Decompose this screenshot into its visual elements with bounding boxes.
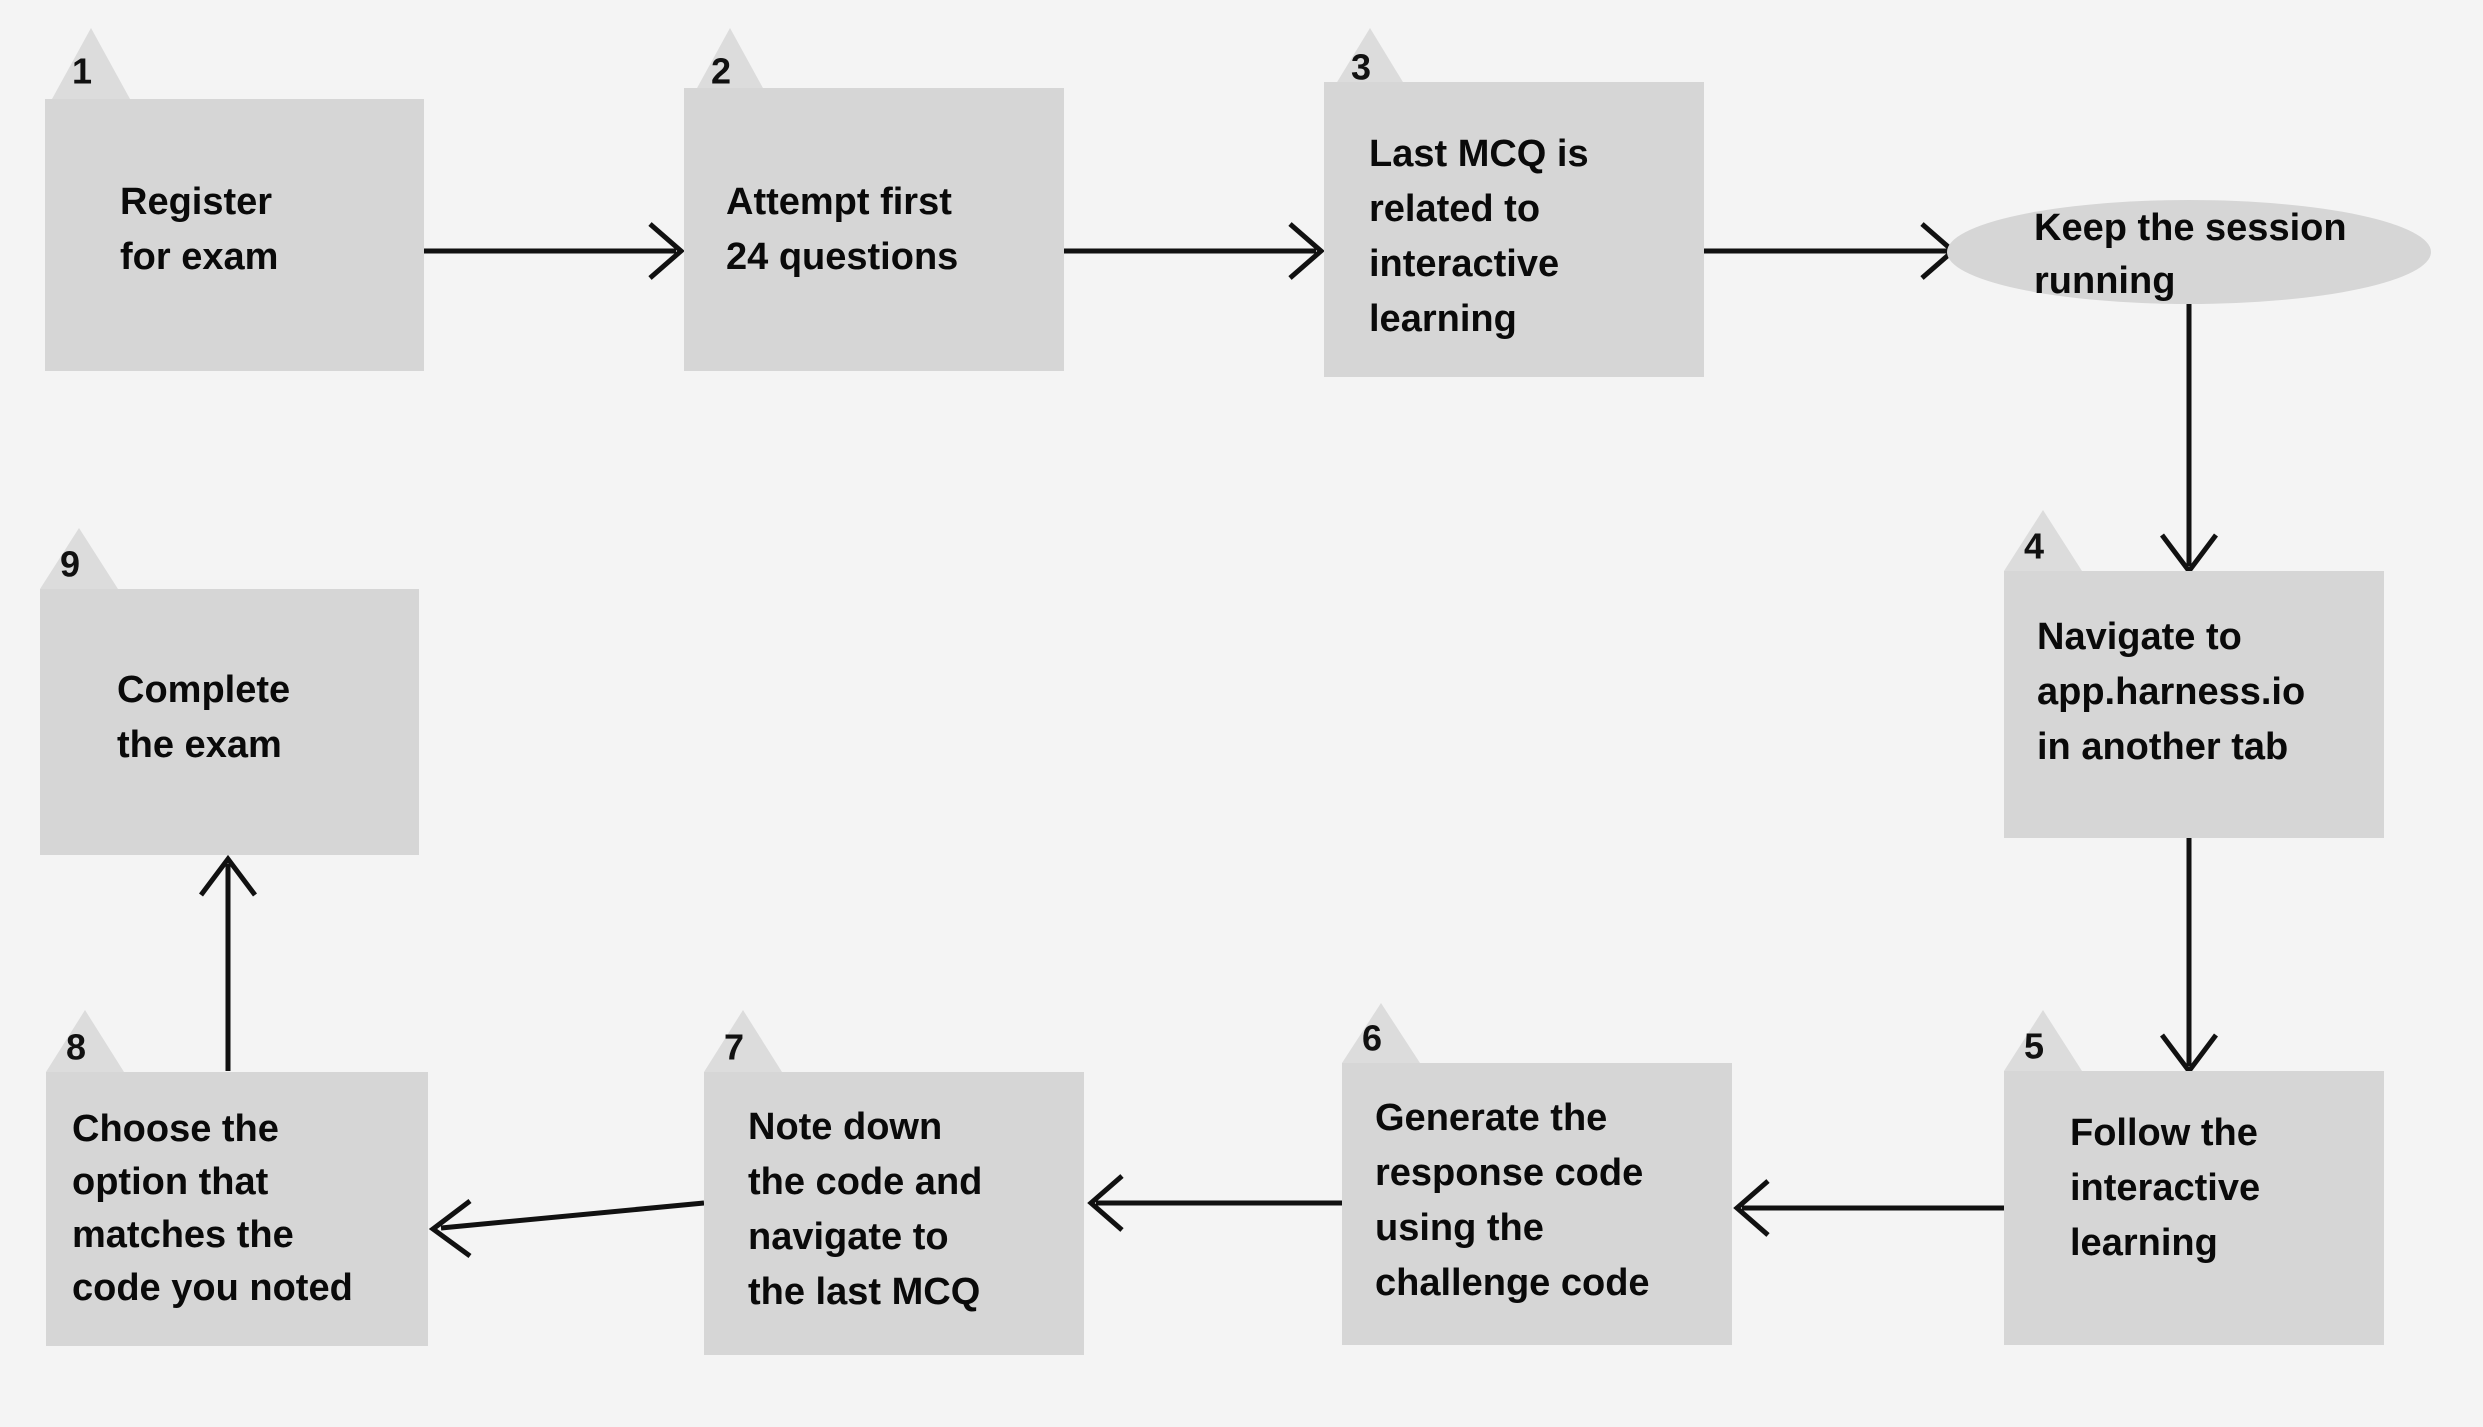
step-badge-number-4: 4 xyxy=(2024,526,2044,567)
step-badge-triangle-6 xyxy=(1342,1003,1420,1063)
step-badge-triangle-4 xyxy=(2004,510,2082,571)
node-box-2 xyxy=(684,88,1064,371)
step-badge-number-1: 1 xyxy=(72,51,92,92)
node-ellipse-keep-session xyxy=(1947,200,2431,304)
node-complete-the-exam[interactable]: 9 Complete the exam xyxy=(40,528,419,855)
node-label-9: Complete the exam xyxy=(117,669,301,766)
node-label-8: Choose the option that matches the code … xyxy=(72,1108,353,1309)
edge-5-to-6 xyxy=(1733,1179,2004,1237)
node-generate-response-code[interactable]: 6 Generate the response code using the c… xyxy=(1342,1003,1732,1345)
node-box-9 xyxy=(40,589,419,855)
node-box-4 xyxy=(2004,571,2384,838)
edge-6-to-7 xyxy=(1087,1174,1344,1232)
step-badge-triangle-8 xyxy=(46,1010,124,1072)
edge-1-to-2 xyxy=(424,222,685,280)
node-label-7: Note down the code and navigate to the l… xyxy=(748,1106,993,1313)
node-box-3 xyxy=(1324,82,1704,377)
edge-2-to-3 xyxy=(1064,222,1325,280)
step-badge-triangle-1 xyxy=(52,28,130,99)
node-label-keep-session: Keep the session running xyxy=(2034,207,2357,302)
node-choose-matching-option[interactable]: 8 Choose the option that matches the cod… xyxy=(46,1010,428,1346)
step-badge-number-6: 6 xyxy=(1362,1018,1382,1059)
node-label-5: Follow the interactive learning xyxy=(2070,1112,2271,1264)
node-label-2: Attempt first 24 questions xyxy=(726,181,962,278)
step-badge-number-3: 3 xyxy=(1351,47,1371,88)
node-note-down-the-code[interactable]: 7 Note down the code and navigate to the… xyxy=(704,1010,1084,1355)
edge-3-to-keep-session xyxy=(1704,222,1957,280)
step-badge-number-9: 9 xyxy=(60,544,80,585)
node-label-3: Last MCQ is related to interactive learn… xyxy=(1369,133,1599,340)
node-label-4: Navigate to app.harness.io in another ta… xyxy=(2037,616,2316,768)
node-box-6 xyxy=(1342,1063,1732,1345)
step-badge-number-7: 7 xyxy=(724,1027,744,1068)
step-badge-number-5: 5 xyxy=(2024,1026,2044,1067)
node-box-1 xyxy=(45,99,424,371)
node-box-5 xyxy=(2004,1071,2384,1345)
node-box-7 xyxy=(704,1072,1084,1355)
node-last-mcq-interactive-learning[interactable]: 3 Last MCQ is related to interactive lea… xyxy=(1324,28,1704,377)
step-badge-number-2: 2 xyxy=(711,51,731,92)
step-badge-triangle-5 xyxy=(2004,1010,2082,1071)
edge-4-to-5 xyxy=(2160,838,2218,1076)
step-badge-triangle-3 xyxy=(1331,28,1409,92)
step-badge-triangle-2 xyxy=(691,28,769,99)
node-box-8 xyxy=(46,1072,428,1346)
step-badge-number-8: 8 xyxy=(66,1027,86,1068)
node-register-for-exam[interactable]: 1 Register for exam xyxy=(45,28,424,371)
step-badge-triangle-9 xyxy=(40,528,118,589)
node-keep-the-session-running[interactable]: Keep the session running xyxy=(1947,200,2431,304)
node-navigate-to-app-harness-io[interactable]: 4 Navigate to app.harness.io in another … xyxy=(2004,510,2384,838)
node-label-1: Register for exam xyxy=(120,181,283,278)
step-badge-triangle-7 xyxy=(704,1010,782,1072)
edge-7-to-8 xyxy=(428,1199,705,1259)
node-attempt-first-24-questions[interactable]: 2 Attempt first 24 questions xyxy=(684,28,1064,371)
node-label-6: Generate the response code using the cha… xyxy=(1375,1097,1654,1304)
edge-8-to-9 xyxy=(199,854,257,1071)
edge-keep-session-to-4 xyxy=(2160,303,2218,576)
node-follow-the-interactive-learning[interactable]: 5 Follow the interactive learning xyxy=(2004,1010,2384,1345)
